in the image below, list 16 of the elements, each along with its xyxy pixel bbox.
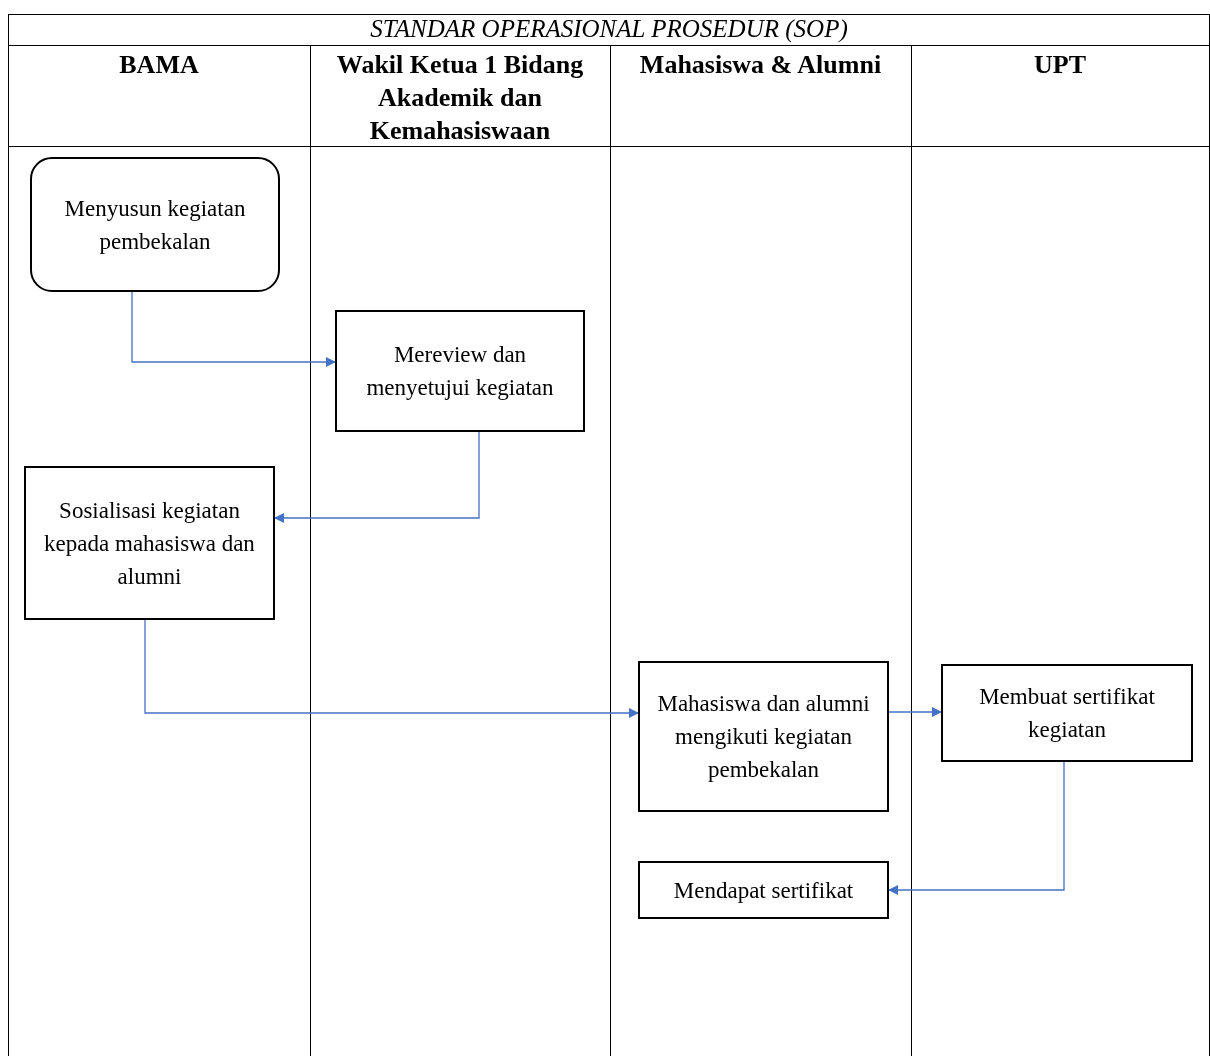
process-box: Membuat sertifikat kegiatan	[941, 664, 1193, 762]
process-box: Menyusun kegiatan pembekalan	[30, 157, 280, 292]
process-box: Mendapat sertifikat	[638, 861, 889, 919]
arrow	[144, 619, 639, 718]
table-title: STANDAR OPERASIONAL PROSEDUR (SOP)	[369, 14, 849, 44]
process-box: Mereview dan menyetujui kegiatan	[335, 310, 585, 432]
arrow	[274, 431, 480, 523]
column-header: UPT	[1033, 49, 1087, 81]
arrow	[888, 761, 1065, 895]
column-header: Mahasiswa & Alumni	[638, 49, 883, 81]
process-box: Sosialisasi kegiatan kepada mahasiswa dan alumni	[24, 466, 275, 620]
column-header: Wakil Ketua 1 Bidang Akademik dan Kemahasiswaan	[335, 49, 585, 147]
process-box: Mahasiswa dan alumni mengikuti kegiatan pembekalan	[638, 661, 889, 812]
column-header: BAMA	[118, 49, 200, 81]
arrow	[131, 291, 336, 367]
arrow	[888, 707, 942, 717]
